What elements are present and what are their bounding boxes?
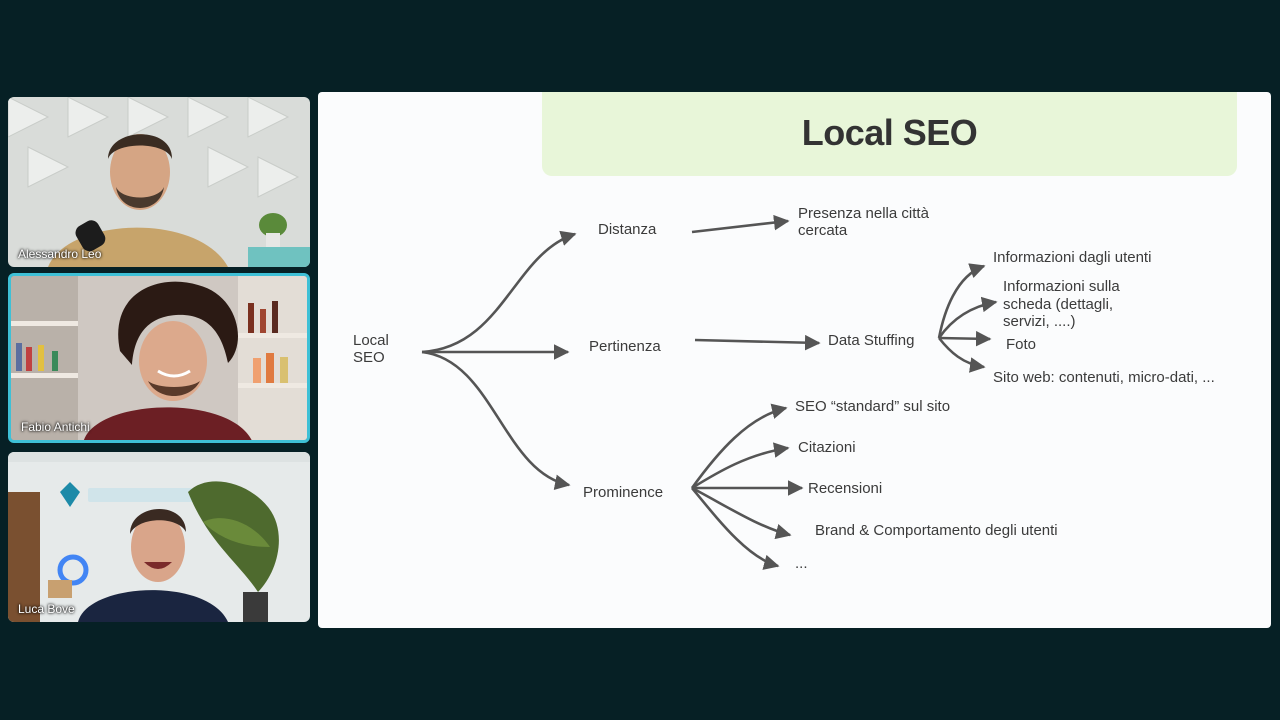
node-prominence: Prominence [583,484,663,501]
participant-name: Luca Bove [18,602,75,616]
node-ds-item-2: Foto [1006,336,1036,353]
slide-title: Local SEO [801,112,978,153]
video-feed [8,97,310,267]
participant-name: Alessandro Leo [18,247,102,261]
connector-arrows [421,214,998,570]
node-pr-item-3: Brand & Comportamento degli utenti [815,522,1058,539]
participant-name: Fabio Antichi [21,420,90,434]
node-root-line2: SEO [353,349,385,366]
arrow-pr-0 [690,403,788,489]
arrow-pr-3 [691,486,792,540]
node-ds-item-1-line1: Informazioni sulla [1003,278,1120,295]
arrow-ds-0 [937,263,986,339]
arrow-pr-4 [690,487,780,570]
shared-slide: Local SEO [318,92,1271,628]
node-ds-item-1-line2: scheda (dettagli, [1003,296,1113,313]
arrow-ds-1 [937,296,998,339]
node-pertinenza: Pertinenza [589,338,661,355]
mindmap-diagram: Local SEO Distanza Pertinenza Prominence… [353,205,1215,572]
node-pr-item-0: SEO “standard” sul sito [795,398,950,415]
arrow-pertinenza-child [694,334,821,351]
node-ds-item-0: Informazioni dagli utenti [993,249,1151,266]
video-tile-luca[interactable]: Luca Bove [8,452,310,622]
node-pr-item-2: Recensioni [808,480,882,497]
node-distanza: Distanza [598,221,657,238]
node-presenza-line1: Presenza nella città [798,205,930,222]
arrow-ds-3 [937,337,986,373]
arrow-root-distanza [421,230,577,354]
node-ds-item-3: Sito web: contenuti, micro-dati, ... [993,369,1215,386]
arrow-pr-1 [691,442,790,490]
video-tile-alessandro[interactable]: Alessandro Leo [8,97,310,267]
video-tile-fabio[interactable]: Fabio Antichi [8,273,310,443]
node-data-stuffing: Data Stuffing [828,332,914,349]
video-feed [11,276,307,440]
title-band: Local SEO [542,92,1237,176]
node-pr-item-1: Citazioni [798,439,856,456]
arrow-distanza-child [691,214,790,234]
arrow-ds-2 [938,330,992,347]
video-feed [8,452,310,622]
node-presenza-line2: cercata [798,222,848,239]
node-pr-item-4: ... [795,555,808,572]
arrow-root-prominence [421,350,571,490]
node-root-line1: Local [353,332,389,349]
node-ds-item-1-line3: servizi, ....) [1003,313,1076,330]
